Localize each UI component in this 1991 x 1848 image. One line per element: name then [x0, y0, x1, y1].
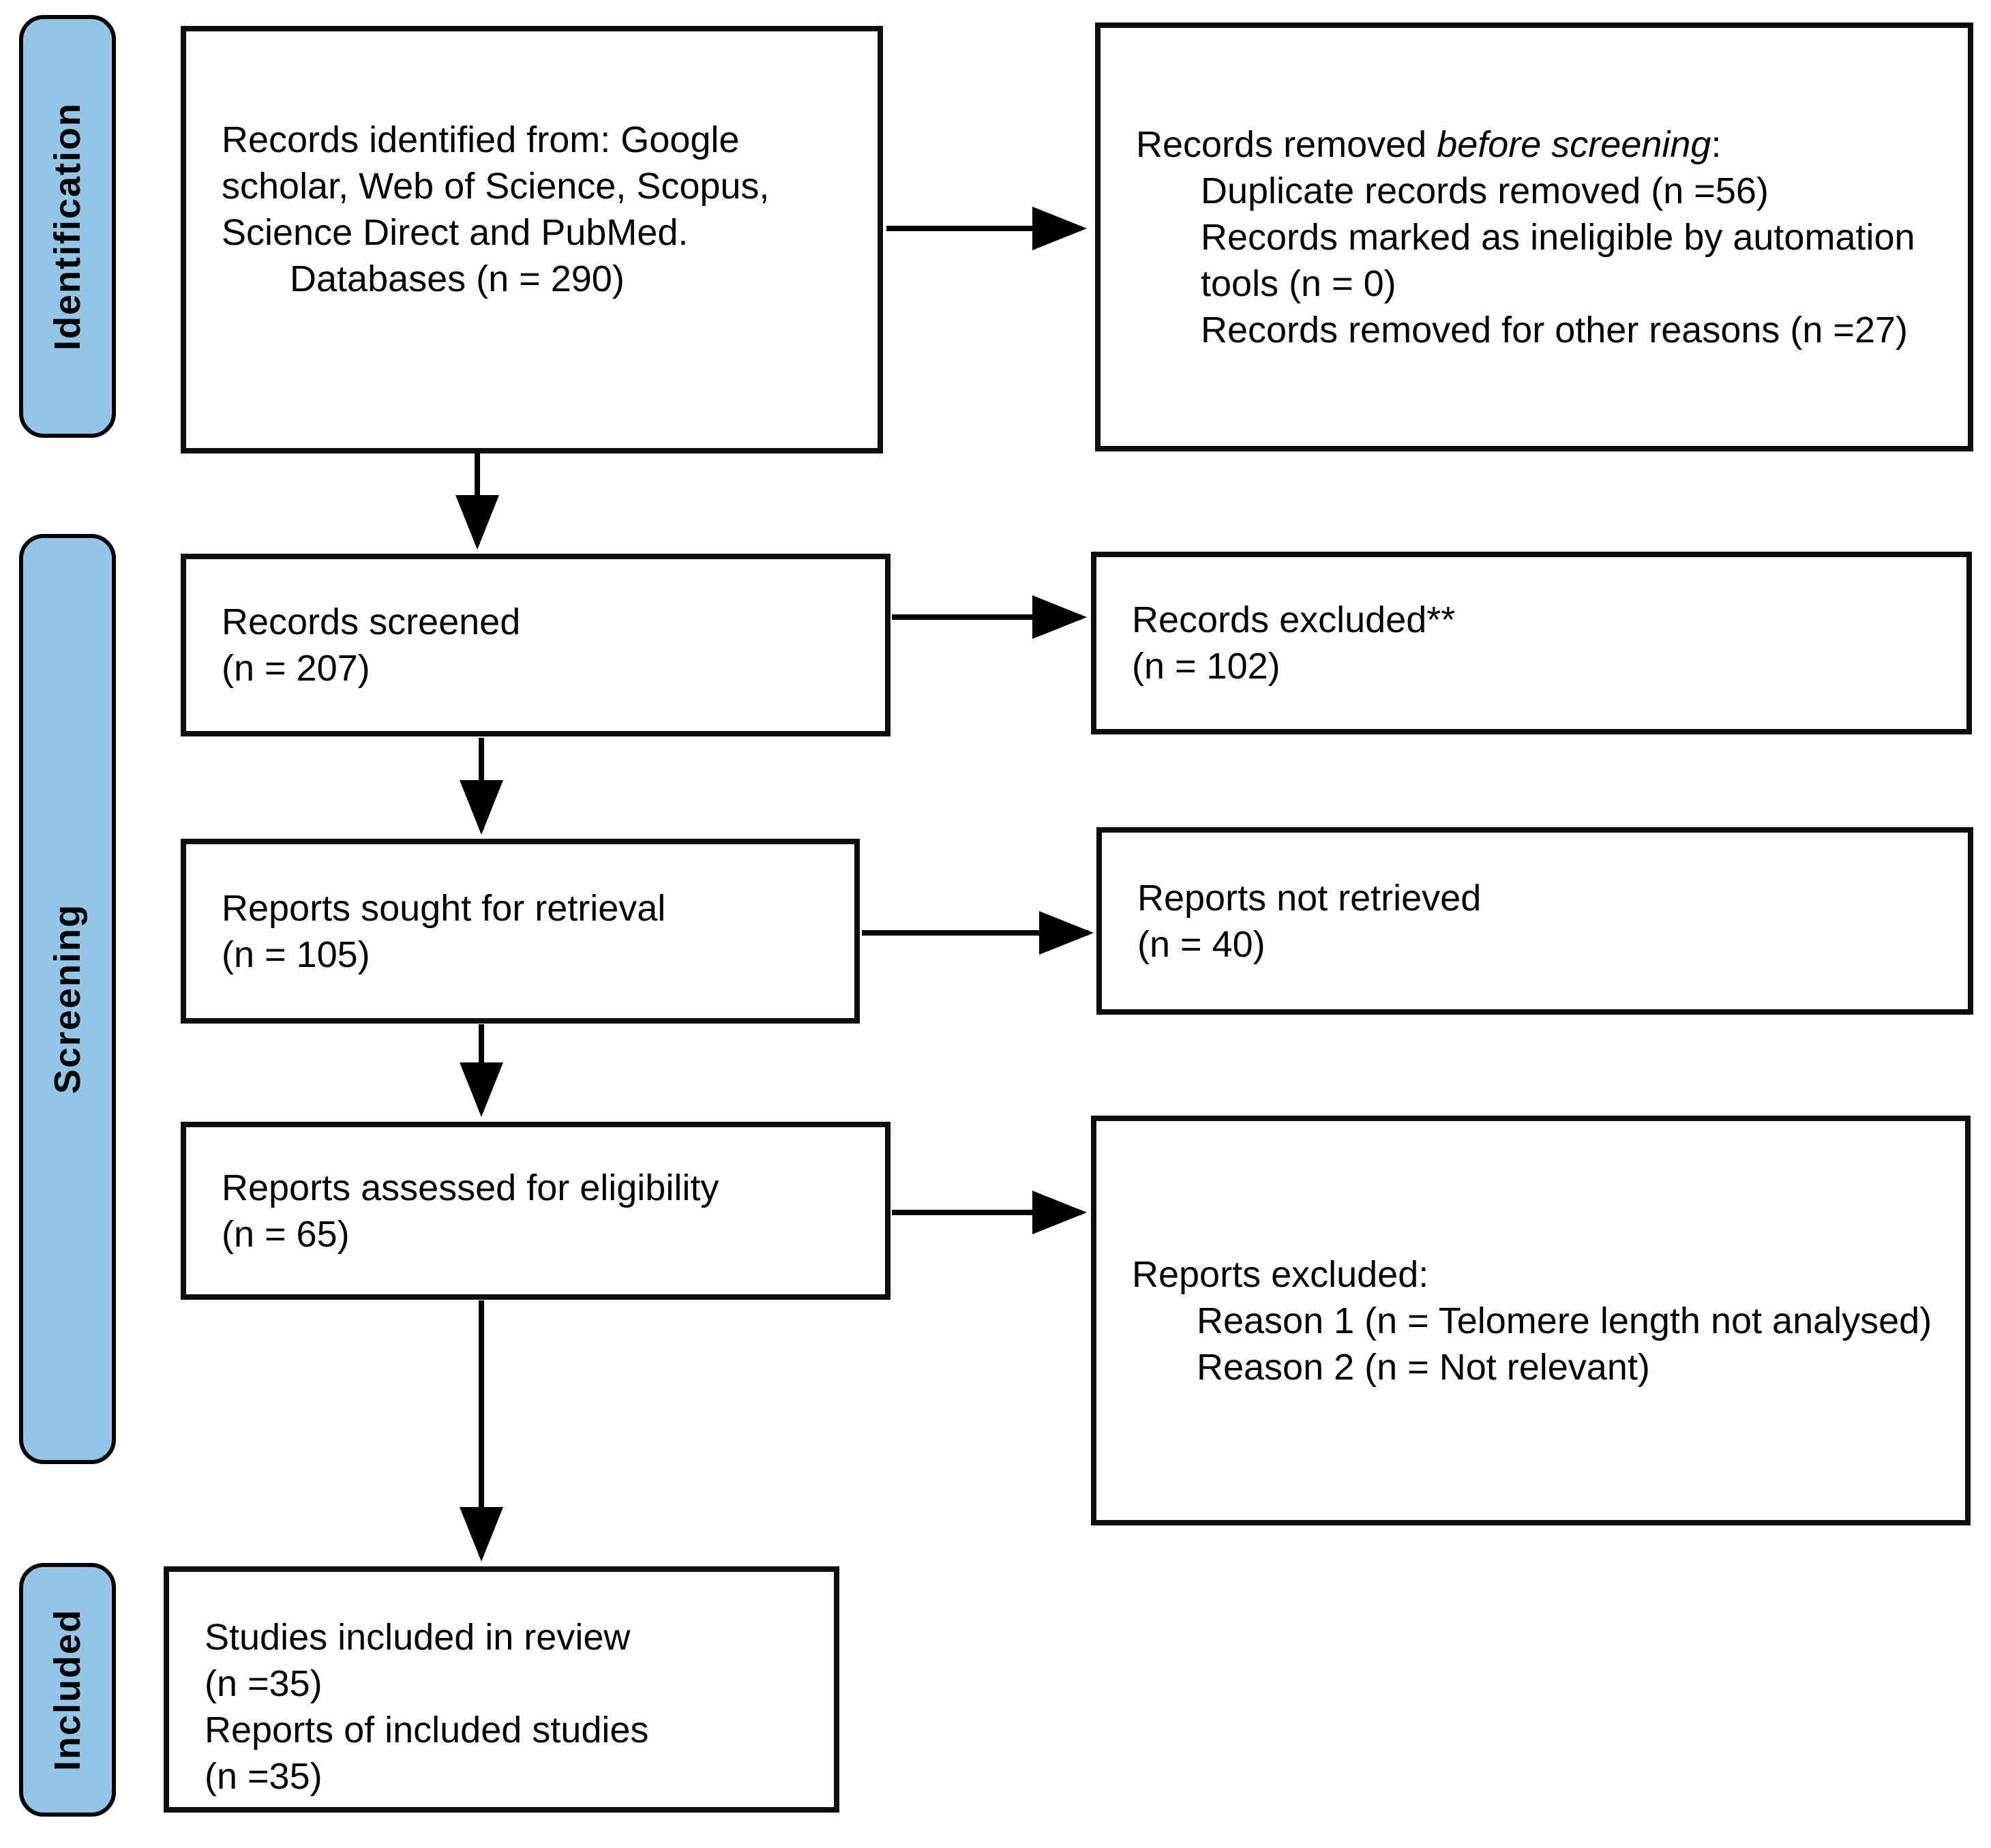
reports-excluded-reason-2: Reason 2 (n = Not relevant): [1197, 1346, 1650, 1388]
studies-included-line4: (n =35): [205, 1755, 323, 1797]
studies-included-line3: Reports of included studies: [205, 1709, 649, 1750]
reports-not-retrieved-count: (n = 40): [1137, 923, 1266, 965]
box-records-identified: Records identified from: Google scholar,…: [181, 26, 883, 453]
studies-included-line2: (n =35): [205, 1663, 323, 1704]
reports-excluded-intro: Reports excluded:: [1132, 1253, 1429, 1295]
records-removed-item-duplicates: Duplicate records removed (n =56): [1201, 170, 1769, 211]
box-records-excluded: Records excluded** (n = 102): [1091, 552, 1972, 734]
reports-sought-count: (n = 105): [222, 934, 370, 975]
stage-pill-included: Included: [19, 1563, 116, 1817]
box-reports-excluded: Reports excluded: Reason 1 (n = Telomere…: [1091, 1116, 1971, 1525]
box-records-removed-before-screening: Records removed before screening: Duplic…: [1095, 23, 1973, 451]
records-excluded-count: (n = 102): [1132, 646, 1281, 687]
records-removed-intro-suffix: :: [1711, 123, 1722, 165]
records-screened-count: (n = 207): [222, 648, 370, 689]
records-removed-item-automation: Records marked as ineligible by automati…: [1201, 216, 1915, 304]
reports-excluded-reason-1: Reason 1 (n = Telomere length not analys…: [1197, 1300, 1932, 1341]
studies-included-line1: Studies included in review: [205, 1616, 631, 1658]
box-studies-included: Studies included in review (n =35) Repor…: [164, 1566, 839, 1813]
records-removed-intro: Records removed before screening:: [1136, 121, 1941, 168]
records-removed-intro-italic: before screening: [1437, 123, 1711, 165]
box-reports-sought: Reports sought for retrieval (n = 105): [181, 839, 860, 1024]
reports-sought-title: Reports sought for retrieval: [222, 887, 666, 929]
records-screened-title: Records screened: [222, 601, 521, 642]
stage-label-screening: Screening: [47, 904, 88, 1094]
box-records-screened: Records screened (n = 207): [181, 554, 890, 736]
records-removed-item-other: Records removed for other reasons (n =27…: [1201, 309, 1908, 351]
records-identified-text: Records identified from: Google scholar,…: [222, 119, 770, 253]
stage-label-identification: Identification: [47, 102, 88, 351]
stage-pill-identification: Identification: [19, 15, 116, 438]
box-reports-assessed: Reports assessed for eligibility (n = 65…: [181, 1122, 890, 1300]
records-identified-count: Databases (n = 290): [290, 258, 625, 299]
stage-pill-screening: Screening: [19, 534, 116, 1464]
reports-assessed-count: (n = 65): [222, 1213, 350, 1255]
records-removed-intro-prefix: Records removed: [1136, 123, 1437, 165]
box-reports-not-retrieved: Reports not retrieved (n = 40): [1096, 827, 1973, 1015]
reports-not-retrieved-title: Reports not retrieved: [1137, 877, 1482, 919]
reports-assessed-title: Reports assessed for eligibility: [222, 1167, 719, 1208]
records-excluded-title: Records excluded**: [1132, 599, 1456, 640]
stage-label-included: Included: [47, 1608, 88, 1771]
